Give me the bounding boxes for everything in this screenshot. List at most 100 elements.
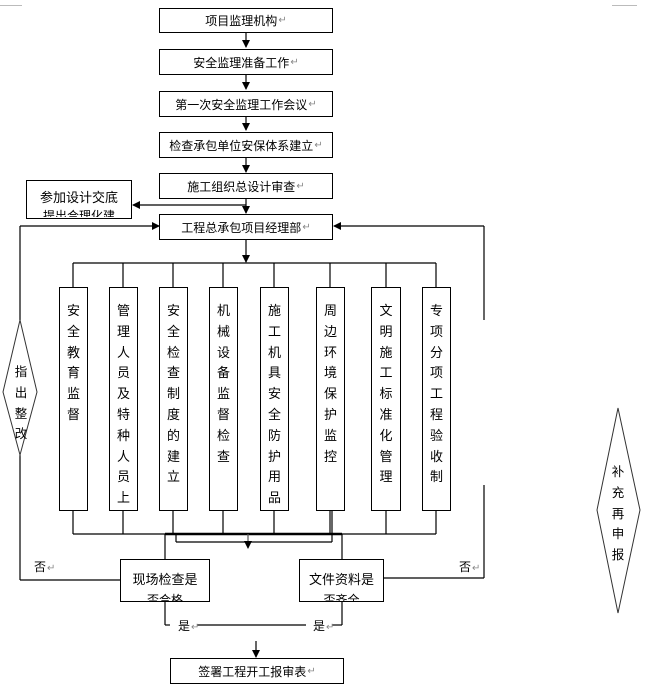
vertical-char: 境 [323, 366, 337, 382]
vertical-char: 机 [216, 304, 230, 319]
step-project-supervision-org: 项目监理机构↵ [159, 8, 333, 33]
vertical-char: 程 [429, 407, 443, 423]
branch-staff-certification: 管理人员及特种人员上 [109, 287, 138, 511]
branch-label: 机械设备监督检查 [217, 302, 230, 468]
vertical-char: 充 [611, 484, 625, 500]
vertical-char: 出 [14, 384, 28, 400]
branch-label: 管理人员及特种人员上 [117, 302, 130, 510]
branch-label: 周边环境保护监控 [324, 302, 337, 468]
branch-label: 专项分项工程验收制 [430, 302, 443, 489]
corner-mark-left [0, 5, 22, 6]
vertical-char: 人 [116, 345, 130, 361]
vertical-char: 验 [429, 428, 443, 444]
vertical-char: 全 [66, 324, 80, 340]
vertical-char: 备 [216, 366, 230, 382]
edge-label-no-left: 否↵ [34, 560, 56, 574]
decision-documents: 文件资料是 否齐全 [299, 559, 384, 602]
vertical-char: 监 [66, 387, 80, 403]
vertical-char: 管 [379, 449, 393, 465]
vertical-char: 再 [611, 505, 625, 521]
branch-machinery-supervision: 机械设备监督检查 [209, 287, 238, 511]
branch-safety-inspection-system: 安全检查制度的建立 [159, 287, 188, 511]
feedback-right-label: 补充再申报 [608, 462, 628, 566]
feedback-right-diamond [596, 407, 641, 614]
step-first-meeting: 第一次安全监理工作会议↵ [159, 91, 333, 117]
vertical-char: 周 [323, 304, 337, 319]
vertical-char: 准 [379, 407, 393, 423]
vertical-char: 械 [216, 324, 230, 340]
side-design-briefing-box: 参加设计交底 提出合理化建 [26, 180, 132, 219]
vertical-char: 用 [267, 470, 281, 486]
vertical-char: 员 [116, 366, 130, 382]
vertical-char: 品 [267, 491, 281, 507]
vertical-char: 整 [14, 405, 28, 421]
vertical-char: 安 [166, 304, 180, 319]
branch-safety-education: 安全教育监督 [59, 287, 88, 511]
vertical-char: 工 [379, 366, 393, 382]
vertical-char: 具 [267, 366, 281, 382]
vertical-char: 施 [267, 304, 281, 319]
vertical-char: 明 [379, 324, 393, 340]
vertical-char: 理 [116, 324, 130, 340]
vertical-char: 育 [66, 366, 80, 382]
vertical-char: 指 [14, 364, 28, 379]
vertical-char: 施 [379, 345, 393, 361]
vertical-char: 安 [66, 304, 80, 319]
vertical-char: 查 [216, 449, 230, 465]
step-check-safety-system: 检查承包单位安保体系建立↵ [159, 132, 333, 158]
vertical-char: 化 [379, 428, 393, 444]
vertical-char: 机 [267, 345, 281, 361]
vertical-char: 护 [323, 407, 337, 423]
vertical-char: 上 [116, 491, 130, 507]
vertical-char: 补 [611, 464, 625, 479]
step-pm-department: 工程总承包项目经理部↵ [159, 214, 333, 240]
vertical-char: 制 [166, 387, 180, 403]
vertical-char: 全 [166, 324, 180, 340]
vertical-char: 改 [14, 426, 28, 442]
edge-label-yes-left: 是↵ [178, 619, 200, 633]
vertical-char: 人 [116, 449, 130, 465]
vertical-char: 及 [116, 387, 130, 403]
vertical-char: 的 [166, 428, 180, 444]
vertical-char: 种 [116, 428, 130, 444]
vertical-char: 申 [611, 526, 625, 542]
vertical-char: 保 [323, 387, 337, 403]
vertical-char: 分 [429, 345, 443, 361]
edge-label-yes-right: 是↵ [313, 619, 335, 633]
branch-tools-protective-equipment: 施工机具安全防护用品 [260, 287, 289, 511]
vertical-char: 边 [323, 324, 337, 340]
branch-label: 安全教育监督 [67, 302, 80, 427]
vertical-char: 教 [66, 345, 80, 361]
vertical-char: 防 [267, 428, 281, 444]
vertical-char: 文 [379, 304, 393, 319]
vertical-char: 特 [116, 407, 130, 423]
vertical-char: 管 [116, 304, 130, 319]
vertical-char: 监 [323, 428, 337, 444]
branch-environment-monitoring: 周边环境保护监控 [316, 287, 345, 511]
vertical-char: 护 [267, 449, 281, 465]
vertical-char: 度 [166, 407, 180, 423]
vertical-char: 报 [611, 547, 625, 563]
step-sign-commencement-form: 签署工程开工报审表↵ [170, 658, 344, 684]
vertical-char: 设 [216, 345, 230, 361]
vertical-char: 员 [116, 470, 130, 486]
vertical-char: 工 [429, 387, 443, 403]
feedback-left-diamond [2, 319, 38, 457]
vertical-char: 专 [429, 304, 443, 319]
vertical-char: 监 [216, 387, 230, 403]
vertical-char: 检 [166, 345, 180, 361]
corner-mark-right [612, 5, 637, 6]
vertical-char: 环 [323, 345, 337, 361]
vertical-char: 全 [267, 407, 281, 423]
edge-label-no-right: 否↵ [459, 560, 481, 574]
vertical-char: 安 [267, 387, 281, 403]
branch-label: 安全检查制度的建立 [167, 302, 180, 489]
vertical-char: 检 [216, 428, 230, 444]
vertical-char: 工 [267, 324, 281, 340]
branch-civilized-construction: 文明施工标准化管理 [371, 287, 401, 511]
vertical-char: 立 [166, 470, 180, 486]
branch-label: 施工机具安全防护用品 [268, 302, 281, 510]
branch-label: 文明施工标准化管理 [379, 302, 392, 489]
vertical-char: 项 [429, 366, 443, 382]
